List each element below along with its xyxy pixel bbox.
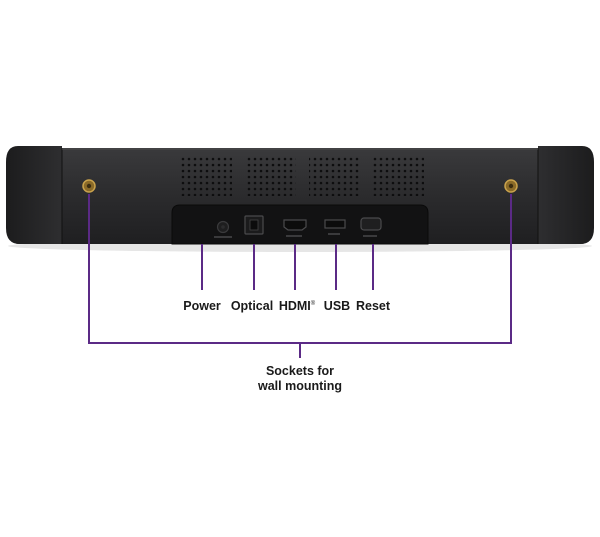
speaker-grille bbox=[181, 156, 232, 196]
label-power: Power bbox=[183, 299, 221, 313]
power-icon bbox=[214, 220, 232, 238]
speaker-grille bbox=[373, 156, 424, 196]
right-end-cap bbox=[538, 146, 594, 244]
speaker-grille bbox=[309, 156, 360, 196]
mounting-label-line1: Sockets for bbox=[265, 364, 335, 378]
mounting-screw-icon bbox=[504, 179, 518, 193]
hdmi-registered-mark: ® bbox=[310, 301, 316, 307]
label-mounting-sockets: Sockets for wall mounting bbox=[258, 364, 342, 394]
hdmi-port-icon bbox=[283, 219, 307, 237]
mounting-label-line2: wall mounting bbox=[257, 379, 343, 393]
soundbar-body bbox=[8, 148, 592, 244]
usb-port-icon bbox=[324, 219, 346, 235]
mounting-screw-icon bbox=[82, 179, 96, 193]
label-optical: Optical bbox=[230, 299, 274, 313]
label-usb: USB bbox=[323, 299, 351, 313]
label-hdmi: HDMI® bbox=[278, 299, 316, 313]
speaker-grille bbox=[245, 156, 296, 196]
label-reset: Reset bbox=[355, 299, 391, 313]
left-end-cap bbox=[6, 146, 62, 244]
callout-lines bbox=[88, 194, 512, 358]
optical-port-icon bbox=[244, 215, 264, 235]
reset-button-icon bbox=[360, 217, 382, 237]
